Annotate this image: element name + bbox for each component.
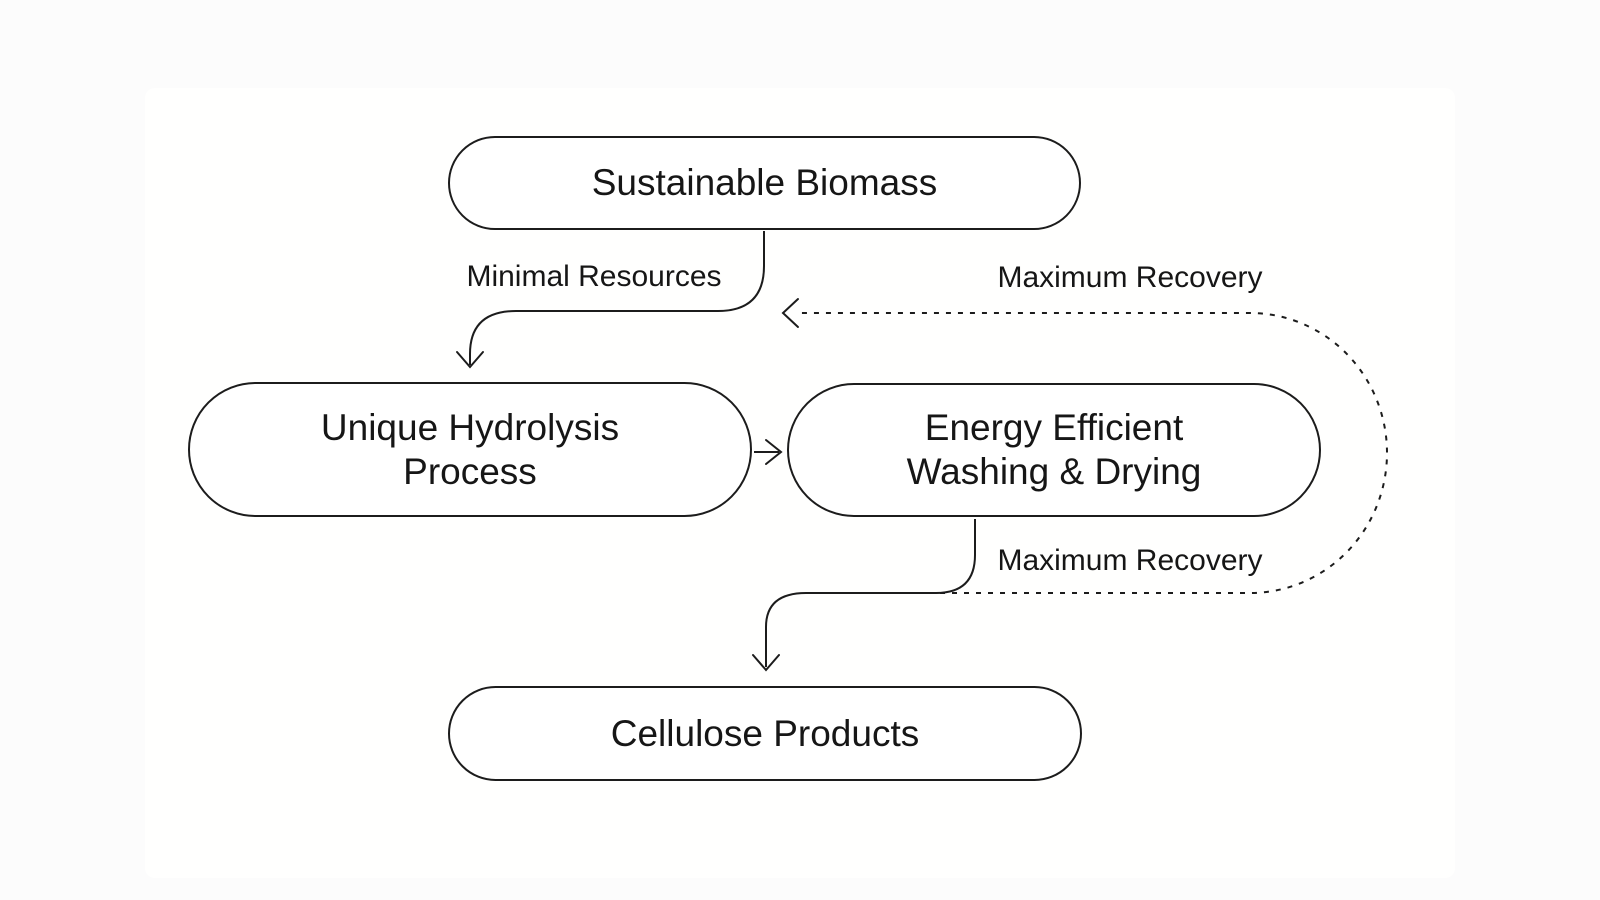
edge-label-maximum-recovery-top: Maximum Recovery (997, 261, 1263, 294)
node-cellulose-products: Cellulose Products (448, 686, 1082, 781)
edge-recovery-loop-arrowhead (781, 298, 799, 328)
edge-label-maximum-recovery-bottom: Maximum Recovery (997, 544, 1263, 577)
node-sustainable-biomass-label: Sustainable Biomass (591, 162, 938, 203)
node-cellulose-products-label: Cellulose Products (610, 712, 920, 754)
node-sustainable-biomass: Sustainable Biomass (448, 136, 1081, 230)
edge-biomass-to-hydrolysis (469, 231, 765, 365)
edge-biomass-to-hydrolysis-arrowhead (456, 351, 484, 369)
edge-hydrolysis-to-washing-arrowhead (765, 439, 783, 465)
edge-washing-to-cellulose-arrowhead (752, 654, 780, 672)
node-energy-efficient-washing-drying: Energy Efficient Washing & Drying (787, 383, 1321, 517)
edge-recovery-loop-dashed (800, 312, 1388, 594)
node-energy-efficient-washing-drying-label: Energy Efficient Washing & Drying (906, 407, 1202, 492)
node-unique-hydrolysis-process: Unique Hydrolysis Process (188, 382, 752, 517)
edge-label-minimal-resources: Minimal Resources (466, 260, 722, 293)
edge-washing-to-cellulose (765, 519, 976, 667)
node-unique-hydrolysis-process-label: Unique Hydrolysis Process (320, 406, 620, 492)
